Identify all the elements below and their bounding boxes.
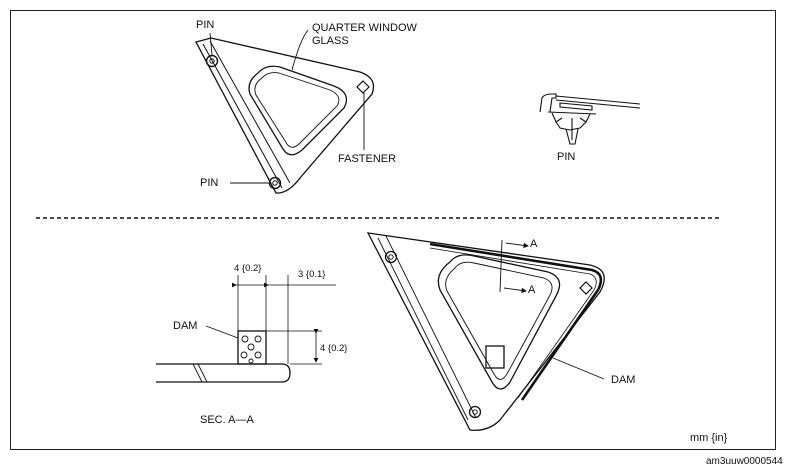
label-section-a-upper: A xyxy=(530,238,538,250)
pin-bottom-marker xyxy=(268,176,282,190)
pin-detail-drawing xyxy=(539,93,641,145)
label-section-a-lower: A xyxy=(528,284,536,296)
label-dim-offset: 3 {0.1} xyxy=(298,269,326,280)
diagram-frame xyxy=(10,10,776,450)
label-quarter-window-2: GLASS xyxy=(312,35,349,47)
pin-bottom-right-upper xyxy=(384,250,398,264)
pin-bottom-right-lower xyxy=(468,405,482,419)
reference-code: am3uuw0000544 xyxy=(706,456,783,467)
label-dim-width: 4 {0.2} xyxy=(234,263,262,274)
label-section: SEC. A—A xyxy=(200,414,254,426)
leaders-top xyxy=(209,29,365,184)
label-units: mm {in} xyxy=(690,432,728,444)
pin-top-marker xyxy=(205,54,219,68)
label-dam-left: DAM xyxy=(173,320,198,332)
label-pin-detail: PIN xyxy=(557,151,576,163)
label-dam-right: DAM xyxy=(611,374,636,386)
label-pin-bottom: PIN xyxy=(200,177,219,189)
label-quarter-window-1: QUARTER WINDOW xyxy=(312,22,417,34)
label-dim-height: 4 {0.2} xyxy=(320,343,348,354)
label-pin-top: PIN xyxy=(196,19,215,31)
quarter-window-bottom xyxy=(366,232,605,431)
quarter-window-top xyxy=(195,37,375,194)
label-fastener: FASTENER xyxy=(338,153,397,165)
section-a-a-drawing xyxy=(156,275,336,383)
